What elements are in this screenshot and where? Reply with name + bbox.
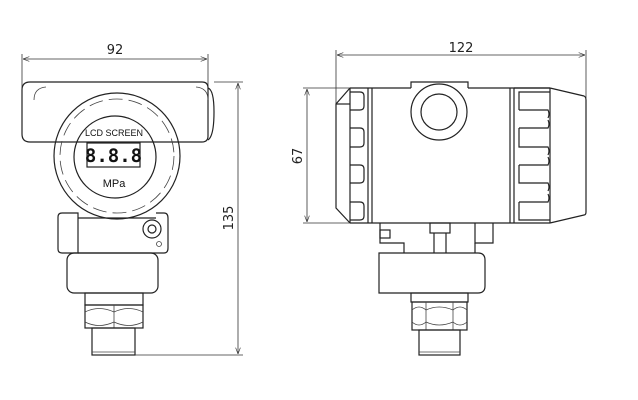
side-sensor-body [378, 252, 486, 294]
terminal-housing [21, 81, 215, 143]
dimension-135: 135 [135, 81, 243, 356]
side-neck-parts [379, 222, 494, 253]
left-cover [335, 87, 373, 224]
dimension-label-width: 92 [107, 43, 124, 58]
side-hex-nut [411, 301, 468, 331]
thread-connector [91, 327, 136, 356]
front-view: 92 LCD SCREEN 8.8.8 MPa [21, 43, 243, 356]
sensor-body [66, 252, 159, 294]
unit-label: MPa [103, 178, 127, 190]
main-housing [350, 87, 550, 224]
dimension-label-length: 122 [449, 41, 474, 56]
lcd-screen-label: LCD SCREEN [85, 128, 143, 138]
dimension-67: 67 [291, 87, 350, 224]
dimension-label-height: 135 [222, 206, 237, 231]
right-cover [509, 87, 587, 224]
sensor-neck [84, 292, 144, 306]
hex-nut [84, 304, 144, 329]
neck-block [57, 212, 169, 254]
dimension-122: 122 [335, 41, 587, 108]
lcd-display [86, 142, 141, 168]
conduit-entry [410, 81, 469, 141]
ground-screw-icon [142, 219, 162, 239]
side-view: 122 67 [291, 41, 587, 356]
dimension-label-housing-height: 67 [291, 148, 306, 165]
lcd-digits: 8.8.8 [85, 145, 142, 167]
display-housing: LCD SCREEN 8.8.8 MPa [53, 92, 181, 220]
dimension-92: 92 [21, 43, 209, 100]
side-sensor-neck [410, 292, 469, 303]
side-thread-connector [418, 329, 461, 356]
